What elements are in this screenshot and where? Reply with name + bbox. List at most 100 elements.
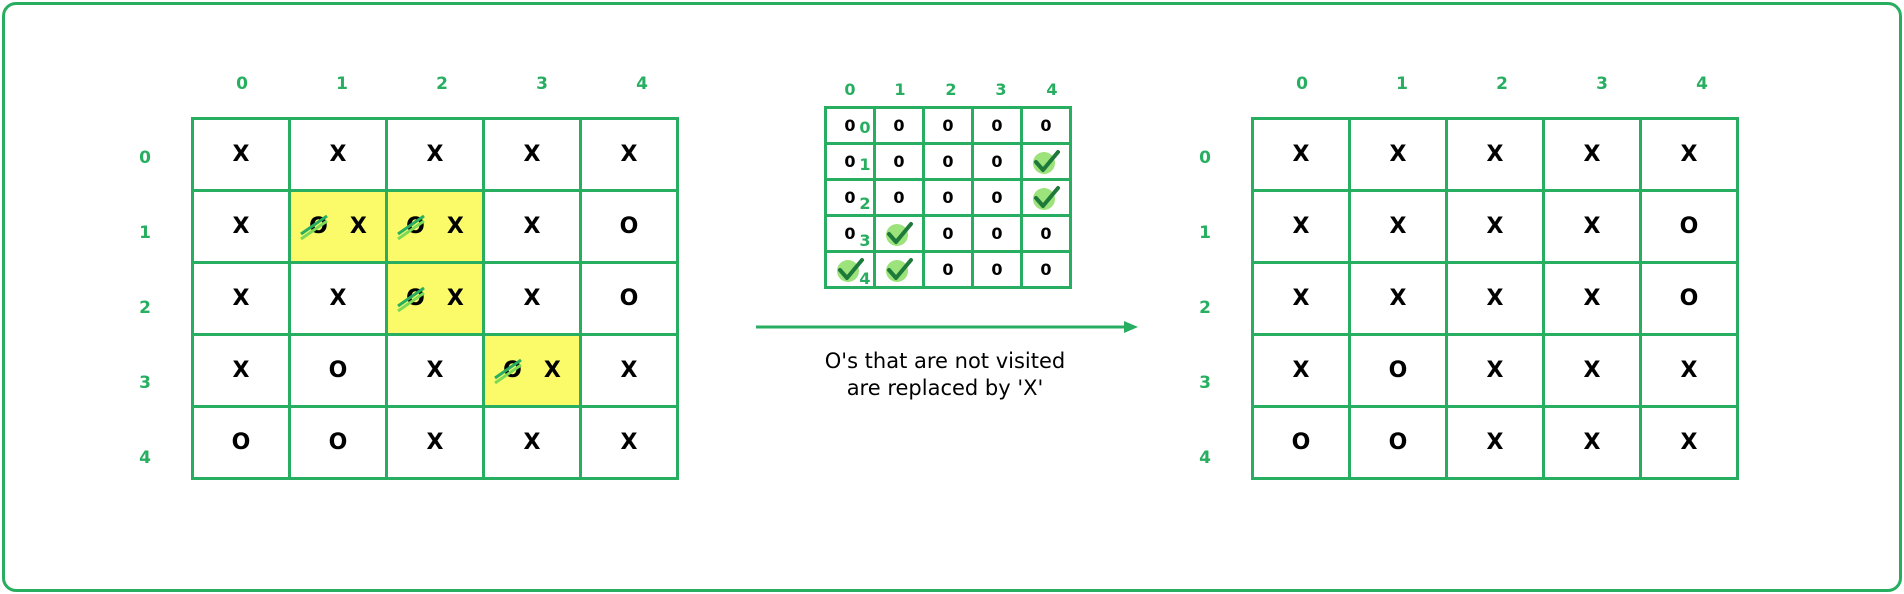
grid-cell: X <box>1445 333 1545 408</box>
visited-cell: 0 <box>922 142 974 181</box>
cell-value: 0 <box>942 188 954 207</box>
grid-cell: OX <box>482 333 582 408</box>
cell-value: O <box>1388 430 1408 455</box>
grid-cell: X <box>288 261 388 336</box>
grid-cell: X <box>482 261 582 336</box>
struck-cell-value: O <box>397 214 426 241</box>
grid-cell: X <box>1542 189 1642 264</box>
col-index-4: 4 <box>1696 74 1708 94</box>
grid-cell: O <box>1348 405 1448 480</box>
grid-cell: OX <box>385 189 485 264</box>
struck-cell-value: O <box>494 358 523 385</box>
grid-cell: O <box>1639 189 1739 264</box>
cell-value: 0 <box>942 260 954 279</box>
grid-cell: X <box>385 405 485 480</box>
grid-cell: X <box>1445 405 1545 480</box>
cell-value: O <box>1679 286 1699 311</box>
grid-cell: X <box>1251 261 1351 336</box>
grid-cell: X <box>1251 117 1351 192</box>
grid-cell: X <box>482 117 582 192</box>
visited-cell: 0 <box>873 178 925 217</box>
col-index-0: 0 <box>1296 74 1308 94</box>
col-index-3: 3 <box>1596 74 1608 94</box>
cell-value: 0 <box>942 152 954 171</box>
visited-cell: 0 <box>1020 250 1072 289</box>
cell-value: 0 <box>991 188 1003 207</box>
col-index-4: 4 <box>636 74 648 94</box>
row-index-1: 1 <box>139 223 151 243</box>
grid-cell: X <box>1348 189 1448 264</box>
cell-value: 0 <box>991 224 1003 243</box>
grid-cell: X <box>1445 261 1545 336</box>
cell-value: O <box>619 214 639 239</box>
visited-cell: 0 <box>1020 106 1072 145</box>
cell-value: X <box>232 142 250 167</box>
cell-value: O <box>328 358 348 383</box>
grid-cell: X <box>1639 117 1739 192</box>
grid-cell: X <box>1639 333 1739 408</box>
grid-cell: X <box>1251 333 1351 408</box>
grid-cell: O <box>288 333 388 408</box>
col-index-0: 0 <box>236 74 248 94</box>
cell-value: X <box>232 286 250 311</box>
cell-value: X <box>1486 286 1504 311</box>
visited-col-index-4: 4 <box>1046 80 1058 99</box>
struck-cell-value: O <box>300 214 329 241</box>
row-index-4: 4 <box>1199 448 1211 468</box>
cell-value: 0 <box>893 152 905 171</box>
row-index-4: 4 <box>139 448 151 468</box>
strike-mark-icon <box>494 358 523 385</box>
cell-value: X <box>349 214 367 239</box>
col-index-1: 1 <box>336 74 348 94</box>
caption: O's that are not visited are replaced by… <box>800 348 1090 402</box>
grid-cell: X <box>1348 117 1448 192</box>
cell-value: O <box>619 286 639 311</box>
grid-cell: O <box>1639 261 1739 336</box>
grid-cell: X <box>482 189 582 264</box>
right-arrow <box>756 321 1138 333</box>
cell-value: X <box>1486 430 1504 455</box>
cell-value: O <box>1291 430 1311 455</box>
visited-cell: 0 <box>1020 214 1072 253</box>
cell-value: 0 <box>991 116 1003 135</box>
cell-value: 0 <box>844 152 856 171</box>
cell-value: 0 <box>1040 224 1052 243</box>
visited-cell: 0 <box>824 214 876 253</box>
col-index-3: 3 <box>536 74 548 94</box>
grid-cell: O <box>579 261 679 336</box>
grid-cell: O <box>1251 405 1351 480</box>
grid-cell: X <box>1542 405 1642 480</box>
cell-value: X <box>1486 214 1504 239</box>
caption-line-1: O's that are not visited <box>824 349 1066 373</box>
visited-cell: 0 <box>922 214 974 253</box>
check-icon <box>886 257 913 282</box>
visited-cell: 0 <box>873 106 925 145</box>
cell-value: O <box>328 430 348 455</box>
grid-cell: X <box>1639 405 1739 480</box>
visited-cell: 0 <box>824 106 876 145</box>
struck-cell-value: O <box>397 286 426 313</box>
grid-row: XXOXXO <box>191 261 679 336</box>
grid-cell: X <box>1445 189 1545 264</box>
cell-value: 0 <box>893 116 905 135</box>
col-index-2: 2 <box>436 74 448 94</box>
row-index-0: 0 <box>1199 148 1211 168</box>
visited-col-index-2: 2 <box>945 80 957 99</box>
cell-value: O <box>231 430 251 455</box>
check-icon <box>837 257 864 282</box>
cell-value: 0 <box>942 116 954 135</box>
grid-cell: O <box>288 405 388 480</box>
grid-cell: X <box>385 117 485 192</box>
cell-value: X <box>426 430 444 455</box>
cell-value: X <box>523 214 541 239</box>
cell-value: X <box>1680 358 1698 383</box>
cell-value: X <box>1583 214 1601 239</box>
grid-cell: X <box>579 405 679 480</box>
col-index-2: 2 <box>1496 74 1508 94</box>
check-icon <box>886 221 913 246</box>
